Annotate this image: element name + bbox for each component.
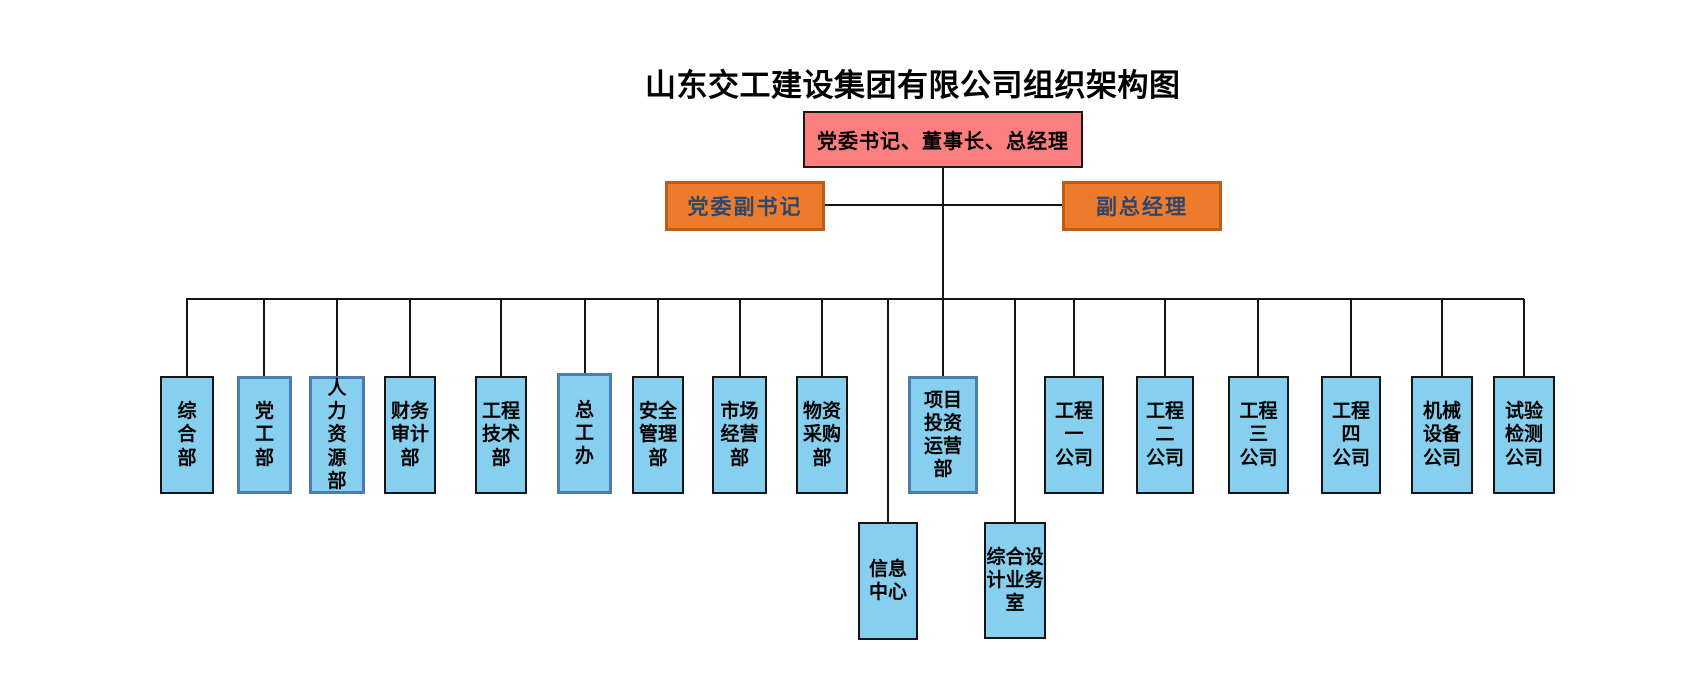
node-deputy-general-manager: 副总经理: [1062, 181, 1222, 231]
node-chairman: 党委书记、董事长、总经理: [803, 111, 1083, 168]
connector-deputies: [825, 204, 1062, 206]
connector-drop: [1164, 299, 1166, 377]
node-dept-zonggongban: 总 工 办: [557, 373, 612, 494]
connector-drop: [1257, 299, 1259, 377]
node-dept-jixieshebeigongsi: 机械 设备 公司: [1411, 376, 1473, 494]
connector-drop: [1523, 299, 1525, 377]
chart-title: 山东交工建设集团有限公司组织架构图: [645, 68, 1181, 103]
connector-drop: [336, 299, 338, 377]
node-dept-gongchengsigongsi: 工程 四 公司: [1321, 376, 1381, 494]
connector-drop: [657, 299, 659, 377]
connector-rail: [186, 298, 1524, 300]
connector-drop-long: [1014, 299, 1016, 524]
connector-drop: [186, 299, 188, 377]
node-subunit-xinxizhongxin: 信息 中心: [858, 522, 918, 640]
connector-drop: [1073, 299, 1075, 377]
connector-drop: [500, 299, 502, 377]
connector-drop: [942, 299, 944, 377]
node-dept-gongchengergongsi: 工程 二 公司: [1136, 376, 1194, 494]
connector-drop: [263, 299, 265, 377]
connector-chairman-to-rail: [942, 166, 944, 300]
connector-drop: [584, 299, 586, 377]
node-subunit-zonghshejiyewushi: 综合设 计业务 室: [984, 522, 1046, 639]
connector-drop: [821, 299, 823, 377]
node-dept-caiwushenjibu: 财务 审计 部: [384, 376, 436, 494]
node-dept-gongchengyigongsi: 工程 一 公司: [1044, 376, 1104, 494]
node-dept-gongchengjishubu: 工程 技术 部: [475, 376, 527, 494]
node-dept-zonghebu: 综 合 部: [160, 376, 214, 494]
node-dept-renliziyuanbu: 人 力 资 源 部: [309, 376, 365, 494]
node-deputy-party-secretary: 党委副书记: [665, 181, 825, 231]
node-dept-shiyanjiancegongsi: 试验 检测 公司: [1493, 376, 1555, 494]
node-dept-xiangmutouziyunyingbu: 项目 投资 运营 部: [908, 376, 978, 494]
connector-drop: [739, 299, 741, 377]
node-dept-danggongbu: 党 工 部: [237, 376, 292, 494]
connector-drop: [1350, 299, 1352, 377]
connector-drop: [409, 299, 411, 377]
node-dept-wuzicaigoubu: 物资 采购 部: [796, 376, 848, 494]
node-dept-anquanguanlibu: 安全 管理 部: [632, 376, 684, 494]
node-dept-shichangjingyingbu: 市场 经营 部: [712, 376, 767, 494]
node-dept-gongchengsangongsi: 工程 三 公司: [1228, 376, 1289, 494]
connector-drop: [1441, 299, 1443, 377]
connector-drop-long: [887, 299, 889, 524]
